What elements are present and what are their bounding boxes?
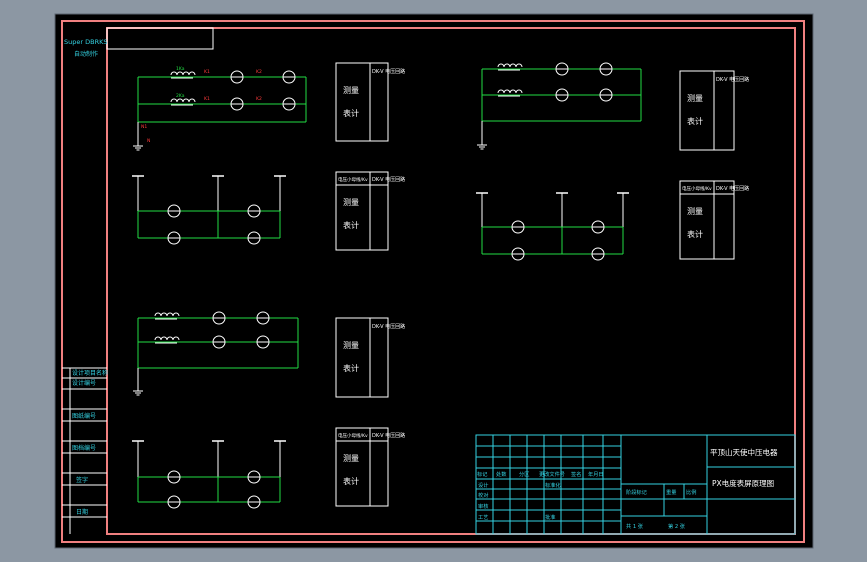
title-drawing: PX电度表屏原理图 [712, 478, 774, 488]
tb-review: 校对 [478, 491, 488, 499]
box-3-side: DK-V 电压回路 [372, 323, 405, 330]
box-6 [679, 180, 735, 260]
tb-approve: 批准 [545, 513, 555, 521]
box-2-side: DK-V 电压回路 [372, 176, 405, 183]
box-4-side: DK-V 电压回路 [372, 432, 405, 439]
box-3 [335, 317, 389, 398]
tb-date: 年月日 [588, 470, 604, 478]
box-6-side: DK-V 电压回路 [716, 185, 749, 192]
tb-doc: 更改文件号 [539, 470, 565, 478]
box-5-line1: 测量 [687, 94, 703, 103]
label-k2b: K2 [256, 96, 262, 102]
sidebar-sub: 自动制作 [74, 50, 98, 58]
box-2-head: 电压小母线/Kv [338, 176, 368, 183]
box-4 [335, 427, 389, 507]
tb-mark: 标记 [477, 470, 487, 478]
tb-check: 审核 [478, 502, 488, 510]
left-sidebar: Super DBRKS 自动制作 设计项目名称 设计编号 图纸编号 图档编号 签… [62, 38, 108, 534]
circuit-c [132, 311, 299, 396]
box-5-side: DK-V 电压回路 [716, 76, 749, 83]
box-6-line2: 表计 [687, 229, 703, 239]
tb-count: 处数 [496, 470, 507, 478]
tb-scale: 比例 [686, 488, 696, 496]
box-2-line2: 表计 [343, 220, 359, 230]
box-1-line1: 测量 [343, 86, 359, 95]
box-6-head: 电压小母线/Kv [682, 185, 712, 192]
box-1-line2: 表计 [343, 108, 359, 118]
box-4-line1: 测量 [343, 454, 359, 463]
box-6-line1: 测量 [687, 207, 703, 216]
circuit-b [132, 175, 286, 245]
circuit-d [132, 440, 286, 509]
tb-craft: 工艺 [478, 514, 488, 521]
sidebar-row2: 图纸编号 [72, 412, 96, 420]
label-ground: N [147, 138, 150, 144]
box-4-head: 电压小母线/Kv [338, 432, 368, 439]
label-k1b: K1 [204, 96, 210, 102]
circuit-e [476, 62, 642, 150]
tb-weight: 重量 [666, 488, 676, 496]
sidebar-row1a: 设计项目名称 [72, 369, 108, 377]
tb-zone: 分区 [519, 470, 529, 478]
title-block [475, 434, 796, 535]
tb-sheet: 第 2 张 [668, 522, 686, 530]
box-1 [335, 62, 389, 142]
sidebar-logo: Super DBRKS [64, 38, 107, 46]
outer-border [61, 20, 805, 543]
tb-std: 标准化 [545, 481, 561, 489]
box-2-line1: 测量 [343, 198, 359, 207]
box-3-line2: 表计 [343, 363, 359, 373]
circuit-f [476, 192, 629, 261]
label-1ka: 1Ka [176, 66, 185, 72]
sidebar-row5: 日期 [76, 508, 88, 516]
tb-design: 设计 [478, 481, 488, 489]
tb-total: 共 1 张 [626, 522, 644, 530]
tb-sign: 签名 [571, 470, 581, 478]
corner-tag [106, 27, 214, 50]
box-5 [679, 70, 735, 151]
box-5-line2: 表计 [687, 116, 703, 126]
label-node: N1 [141, 124, 147, 130]
box-4-line2: 表计 [343, 476, 359, 486]
inner-border [106, 27, 796, 535]
sheet-background [54, 13, 814, 549]
box-3-line1: 测量 [343, 341, 359, 350]
sidebar-row3: 图档编号 [72, 444, 96, 452]
box-1-side: DK-V 电压回路 [372, 68, 405, 75]
label-k2: K2 [256, 69, 262, 75]
circuit-a: K1 K2 K1 K2 N1 N 1Ka 2Ka [132, 66, 307, 151]
sidebar-row1b: 设计编号 [72, 379, 96, 387]
tb-stage: 阶段标记 [626, 488, 647, 496]
label-2ka: 2Ka [176, 93, 185, 99]
sidebar-row4: 签字 [76, 476, 88, 484]
label-k1: K1 [204, 69, 210, 75]
box-2 [335, 171, 389, 251]
title-project: 平顶山天使中压电器 [710, 447, 778, 457]
